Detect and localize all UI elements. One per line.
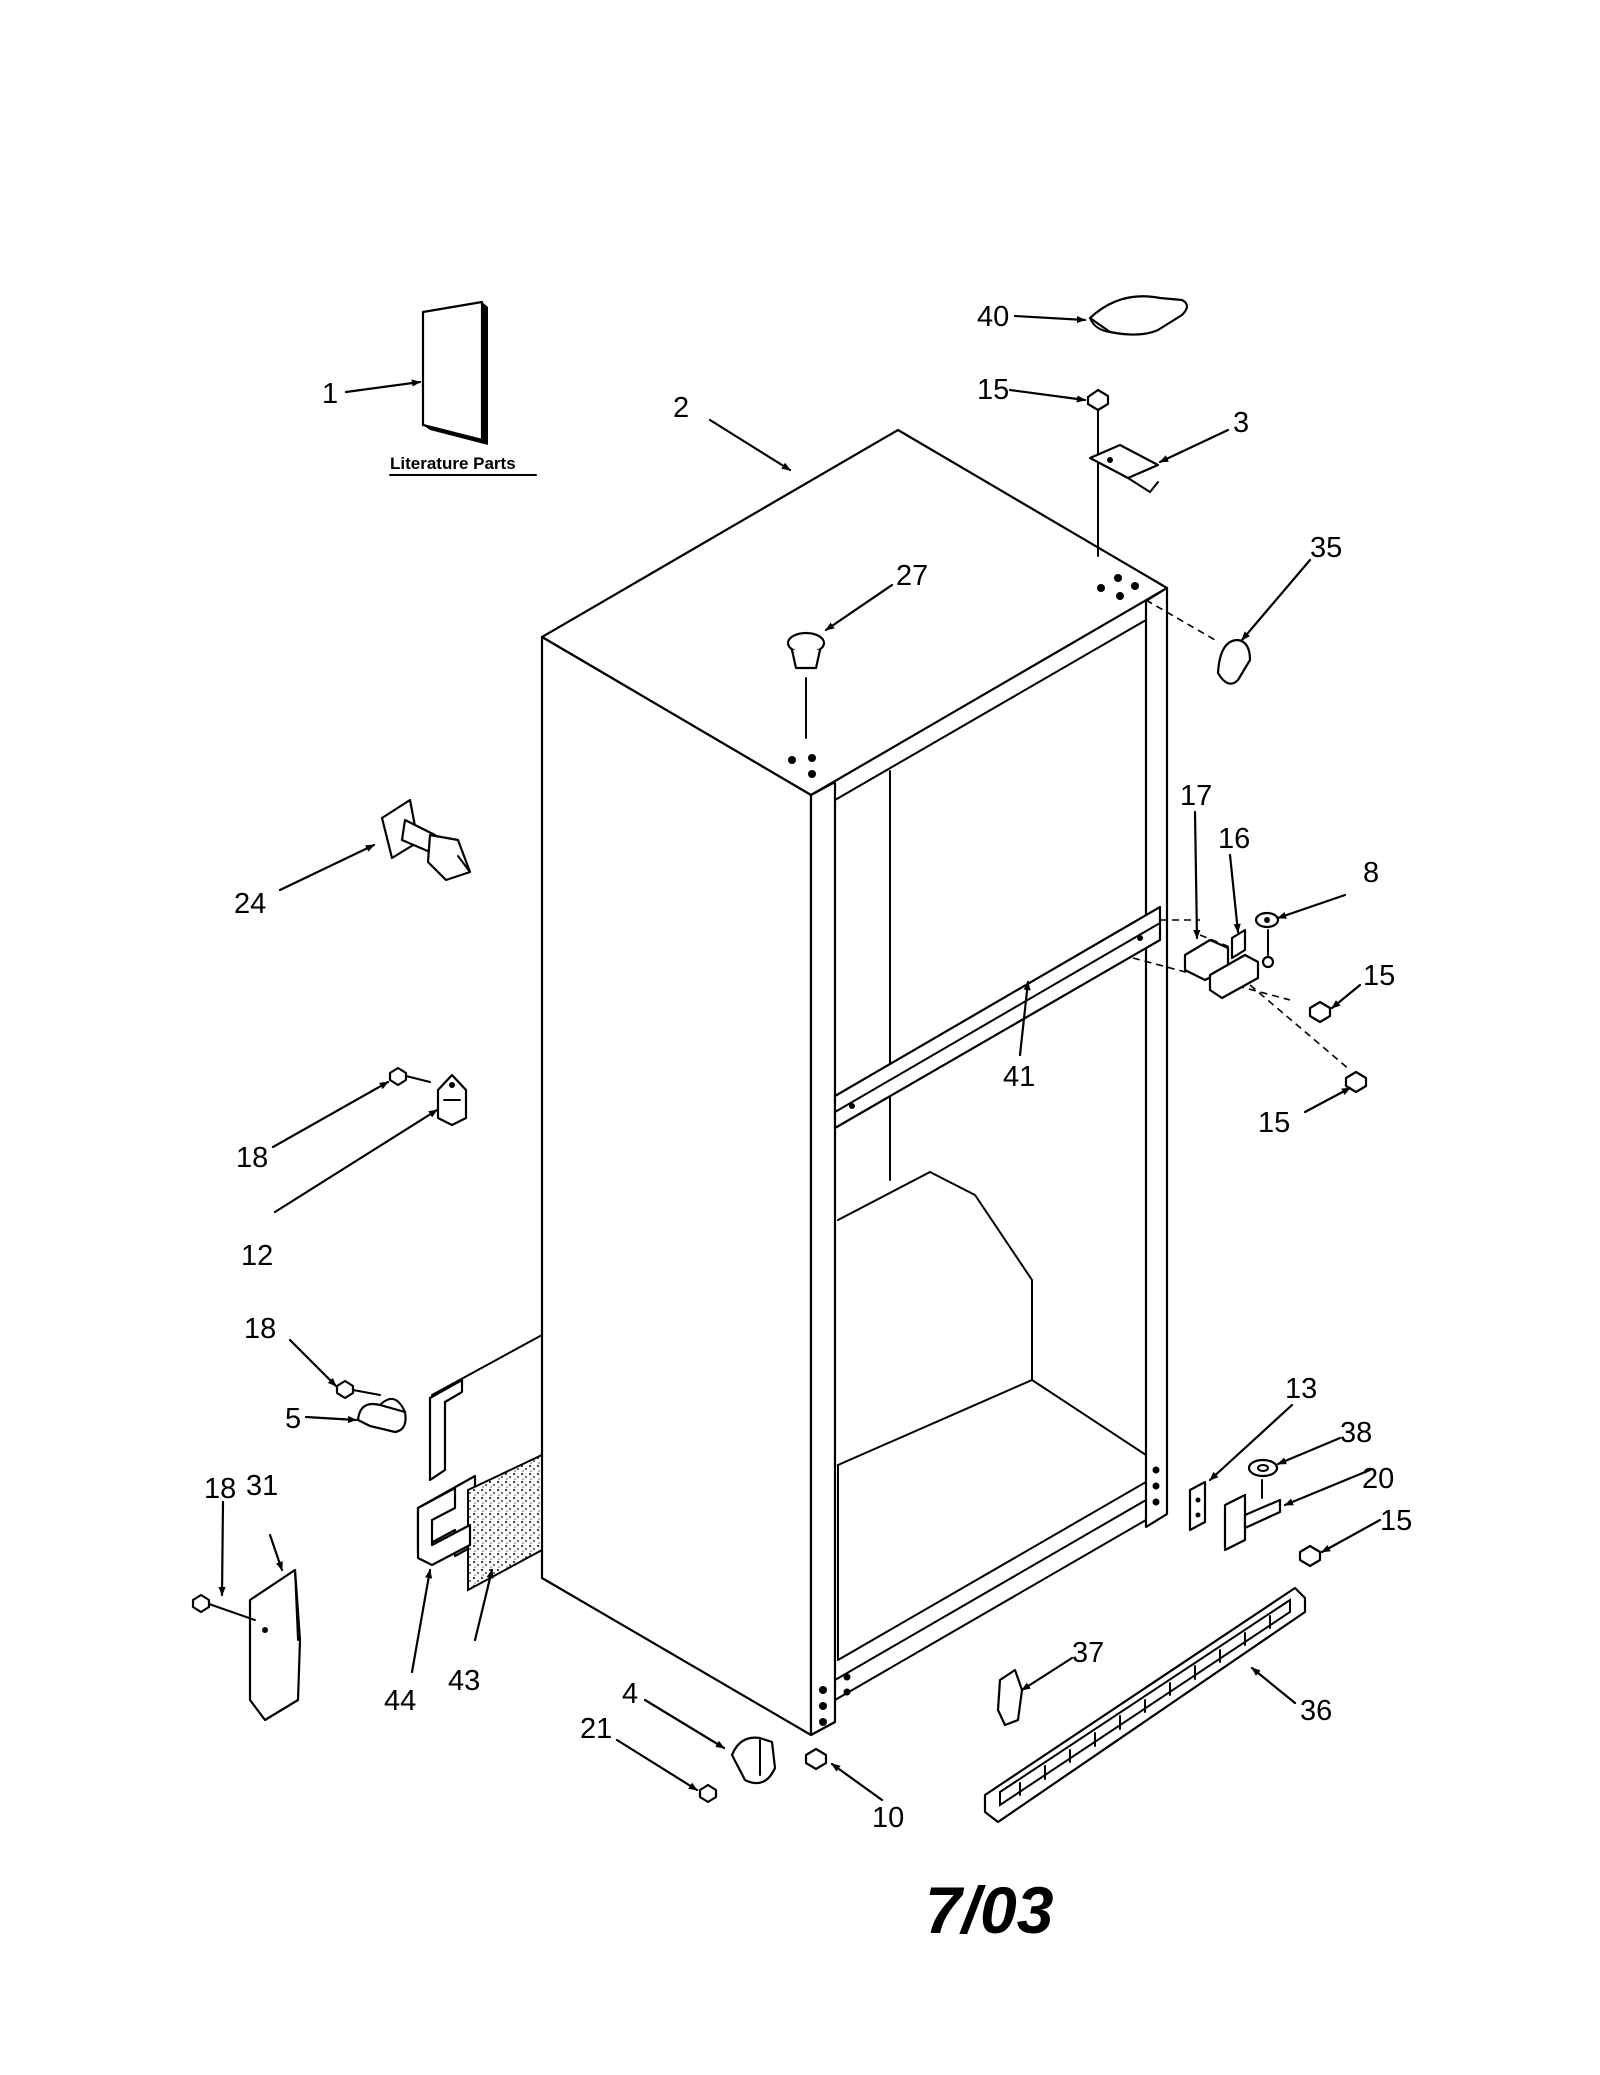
callout-4: 4 [622,1678,638,1710]
svg-text:Literature Parts: Literature Parts [390,454,516,473]
callout-15: 15 [977,374,1009,406]
callout-41: 41 [1003,1061,1035,1093]
hinge-cover-icon [1088,295,1189,336]
clip-icon [356,1397,407,1434]
screw-icon [191,1593,256,1621]
callout-40: 40 [977,301,1009,333]
washer-icon [1254,911,1280,929]
callout-15: 15 [1258,1107,1290,1139]
date-stamp: 7/03 [925,1873,1053,1947]
divider-rail [833,905,1162,1130]
callout-16: 16 [1218,823,1250,855]
callout-38: 38 [1340,1417,1372,1449]
callout-21: 21 [580,1713,612,1745]
shim-icon [1188,1480,1207,1532]
screw-icon [804,1747,828,1771]
callout-12: 12 [241,1240,273,1272]
bottom-hinge-icon [1223,1479,1282,1552]
callout-15: 15 [1363,960,1395,992]
screw-icon [335,1379,381,1400]
callout-43: 43 [448,1665,480,1697]
callout-36: 36 [1300,1695,1332,1727]
cover-plate-icon [248,1568,302,1722]
grille-clip-icon [996,1668,1024,1727]
center-hinge-icon [1183,928,1275,1000]
base-grille-icon [983,1586,1307,1824]
screw-icon [1308,1000,1332,1024]
screw-icon [1086,388,1110,557]
callout-5: 5 [285,1403,301,1435]
callout-1: 1 [322,378,338,410]
washer-icon [1247,1458,1279,1478]
callout-44: 44 [384,1685,416,1717]
callout-37: 37 [1072,1637,1104,1669]
callout-20: 20 [1362,1463,1394,1495]
callout-27: 27 [896,560,928,592]
callout-13: 13 [1285,1373,1317,1405]
cabinet-body [540,428,1169,1737]
callout-31: 31 [246,1470,278,1502]
callout-24: 24 [234,888,266,920]
callout-15: 15 [1380,1505,1412,1537]
bracket-44 [416,1486,472,1567]
literature-label: Literature Parts [389,454,537,476]
callout-18: 18 [204,1473,236,1505]
plug-button-icon [786,631,826,739]
literature-booklet-icon [421,300,488,445]
screw-icon [1344,1070,1368,1094]
leader-lines [218,314,1382,1802]
callout-17: 17 [1180,780,1212,812]
stop-bracket-icon [436,1073,468,1127]
callout-18: 18 [244,1313,276,1345]
hinge-pin-cover-icon [1145,599,1252,685]
callout-8: 8 [1363,857,1379,889]
leveling-leg-icon [730,1736,777,1785]
screw-icon [388,1066,431,1087]
top-hinge-icon [1088,443,1160,494]
screw-icon [1298,1544,1322,1568]
callout-10: 10 [872,1802,904,1834]
screw-icon [698,1783,718,1804]
callout-3: 3 [1233,407,1249,439]
callout-2: 2 [673,392,689,424]
callout-35: 35 [1310,532,1342,564]
insulation-pad [467,1453,543,1592]
callout-labels: 1 2 40 15 3 27 35 24 17 16 8 15 41 15 18… [204,301,1412,1834]
callout-18: 18 [236,1142,268,1174]
door-stop-icon [380,798,472,882]
